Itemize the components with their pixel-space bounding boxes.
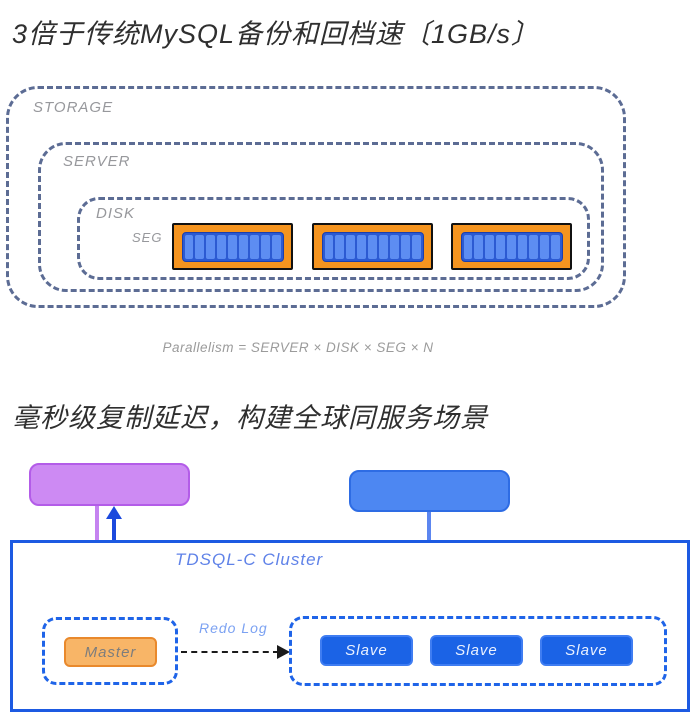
seg-unit bbox=[312, 223, 433, 270]
server-layer-box: SERVER bbox=[38, 142, 604, 292]
storage-layer-box: STORAGE bbox=[6, 86, 626, 308]
redo-log-arrow-head-icon bbox=[277, 645, 290, 659]
seg-cell bbox=[195, 234, 205, 259]
seg-cell bbox=[507, 234, 516, 259]
seg-cell bbox=[528, 234, 538, 259]
read-client-box bbox=[349, 470, 510, 512]
slave-group-box bbox=[289, 616, 667, 686]
seg-cell bbox=[411, 234, 421, 259]
master-group-box bbox=[42, 617, 178, 685]
seg-cell bbox=[357, 234, 367, 259]
seg-cell bbox=[228, 234, 237, 259]
seg-cell bbox=[249, 234, 259, 259]
write-client-box bbox=[29, 463, 190, 506]
disk-label: DISK bbox=[96, 205, 136, 222]
seg-cell bbox=[389, 234, 399, 259]
seg-cell bbox=[539, 234, 549, 259]
slave-node: Slave bbox=[320, 635, 413, 666]
section2-title: 毫秒级复制延迟，构建全球同服务场景 bbox=[12, 403, 488, 433]
seg-cell bbox=[271, 234, 281, 259]
seg-cell bbox=[260, 234, 270, 259]
seg-cell bbox=[335, 234, 345, 259]
disk-layer-box: DISK bbox=[77, 197, 590, 280]
storage-label: STORAGE bbox=[33, 99, 114, 116]
seg-cell bbox=[184, 234, 194, 259]
seg-cell bbox=[474, 234, 484, 259]
seg-cell bbox=[550, 234, 560, 259]
write-up-arrow-head-icon bbox=[106, 506, 122, 519]
seg-cell bbox=[400, 234, 410, 259]
seg-cell bbox=[496, 234, 506, 259]
seg-cell bbox=[238, 234, 248, 259]
seg-cell bbox=[324, 234, 334, 259]
seg-cell bbox=[485, 234, 495, 259]
seg-cell bbox=[206, 234, 216, 259]
slave-node: Slave bbox=[430, 635, 523, 666]
seg-cell bbox=[517, 234, 527, 259]
seg-bar bbox=[181, 231, 284, 262]
seg-bar bbox=[321, 231, 424, 262]
server-label: SERVER bbox=[63, 153, 131, 170]
redo-log-label: Redo Log bbox=[199, 620, 268, 636]
cluster-label: TDSQL-C Cluster bbox=[175, 550, 324, 569]
redo-log-arrow-line bbox=[181, 651, 279, 653]
parallelism-caption: Parallelism = SERVER × DISK × SEG × N bbox=[162, 340, 434, 355]
seg-cell bbox=[378, 234, 388, 259]
section1-title: 3倍于传统MySQL备份和回档速〔1GB/s〕 bbox=[12, 19, 540, 49]
seg-bar bbox=[460, 231, 563, 262]
seg-cell bbox=[346, 234, 356, 259]
seg-cell bbox=[463, 234, 473, 259]
master-node: Master bbox=[64, 637, 157, 667]
seg-cell bbox=[217, 234, 227, 259]
slave-node: Slave bbox=[540, 635, 633, 666]
seg-unit bbox=[172, 223, 293, 270]
seg-unit bbox=[451, 223, 572, 270]
seg-label: SEG bbox=[132, 230, 163, 245]
seg-cell bbox=[368, 234, 377, 259]
